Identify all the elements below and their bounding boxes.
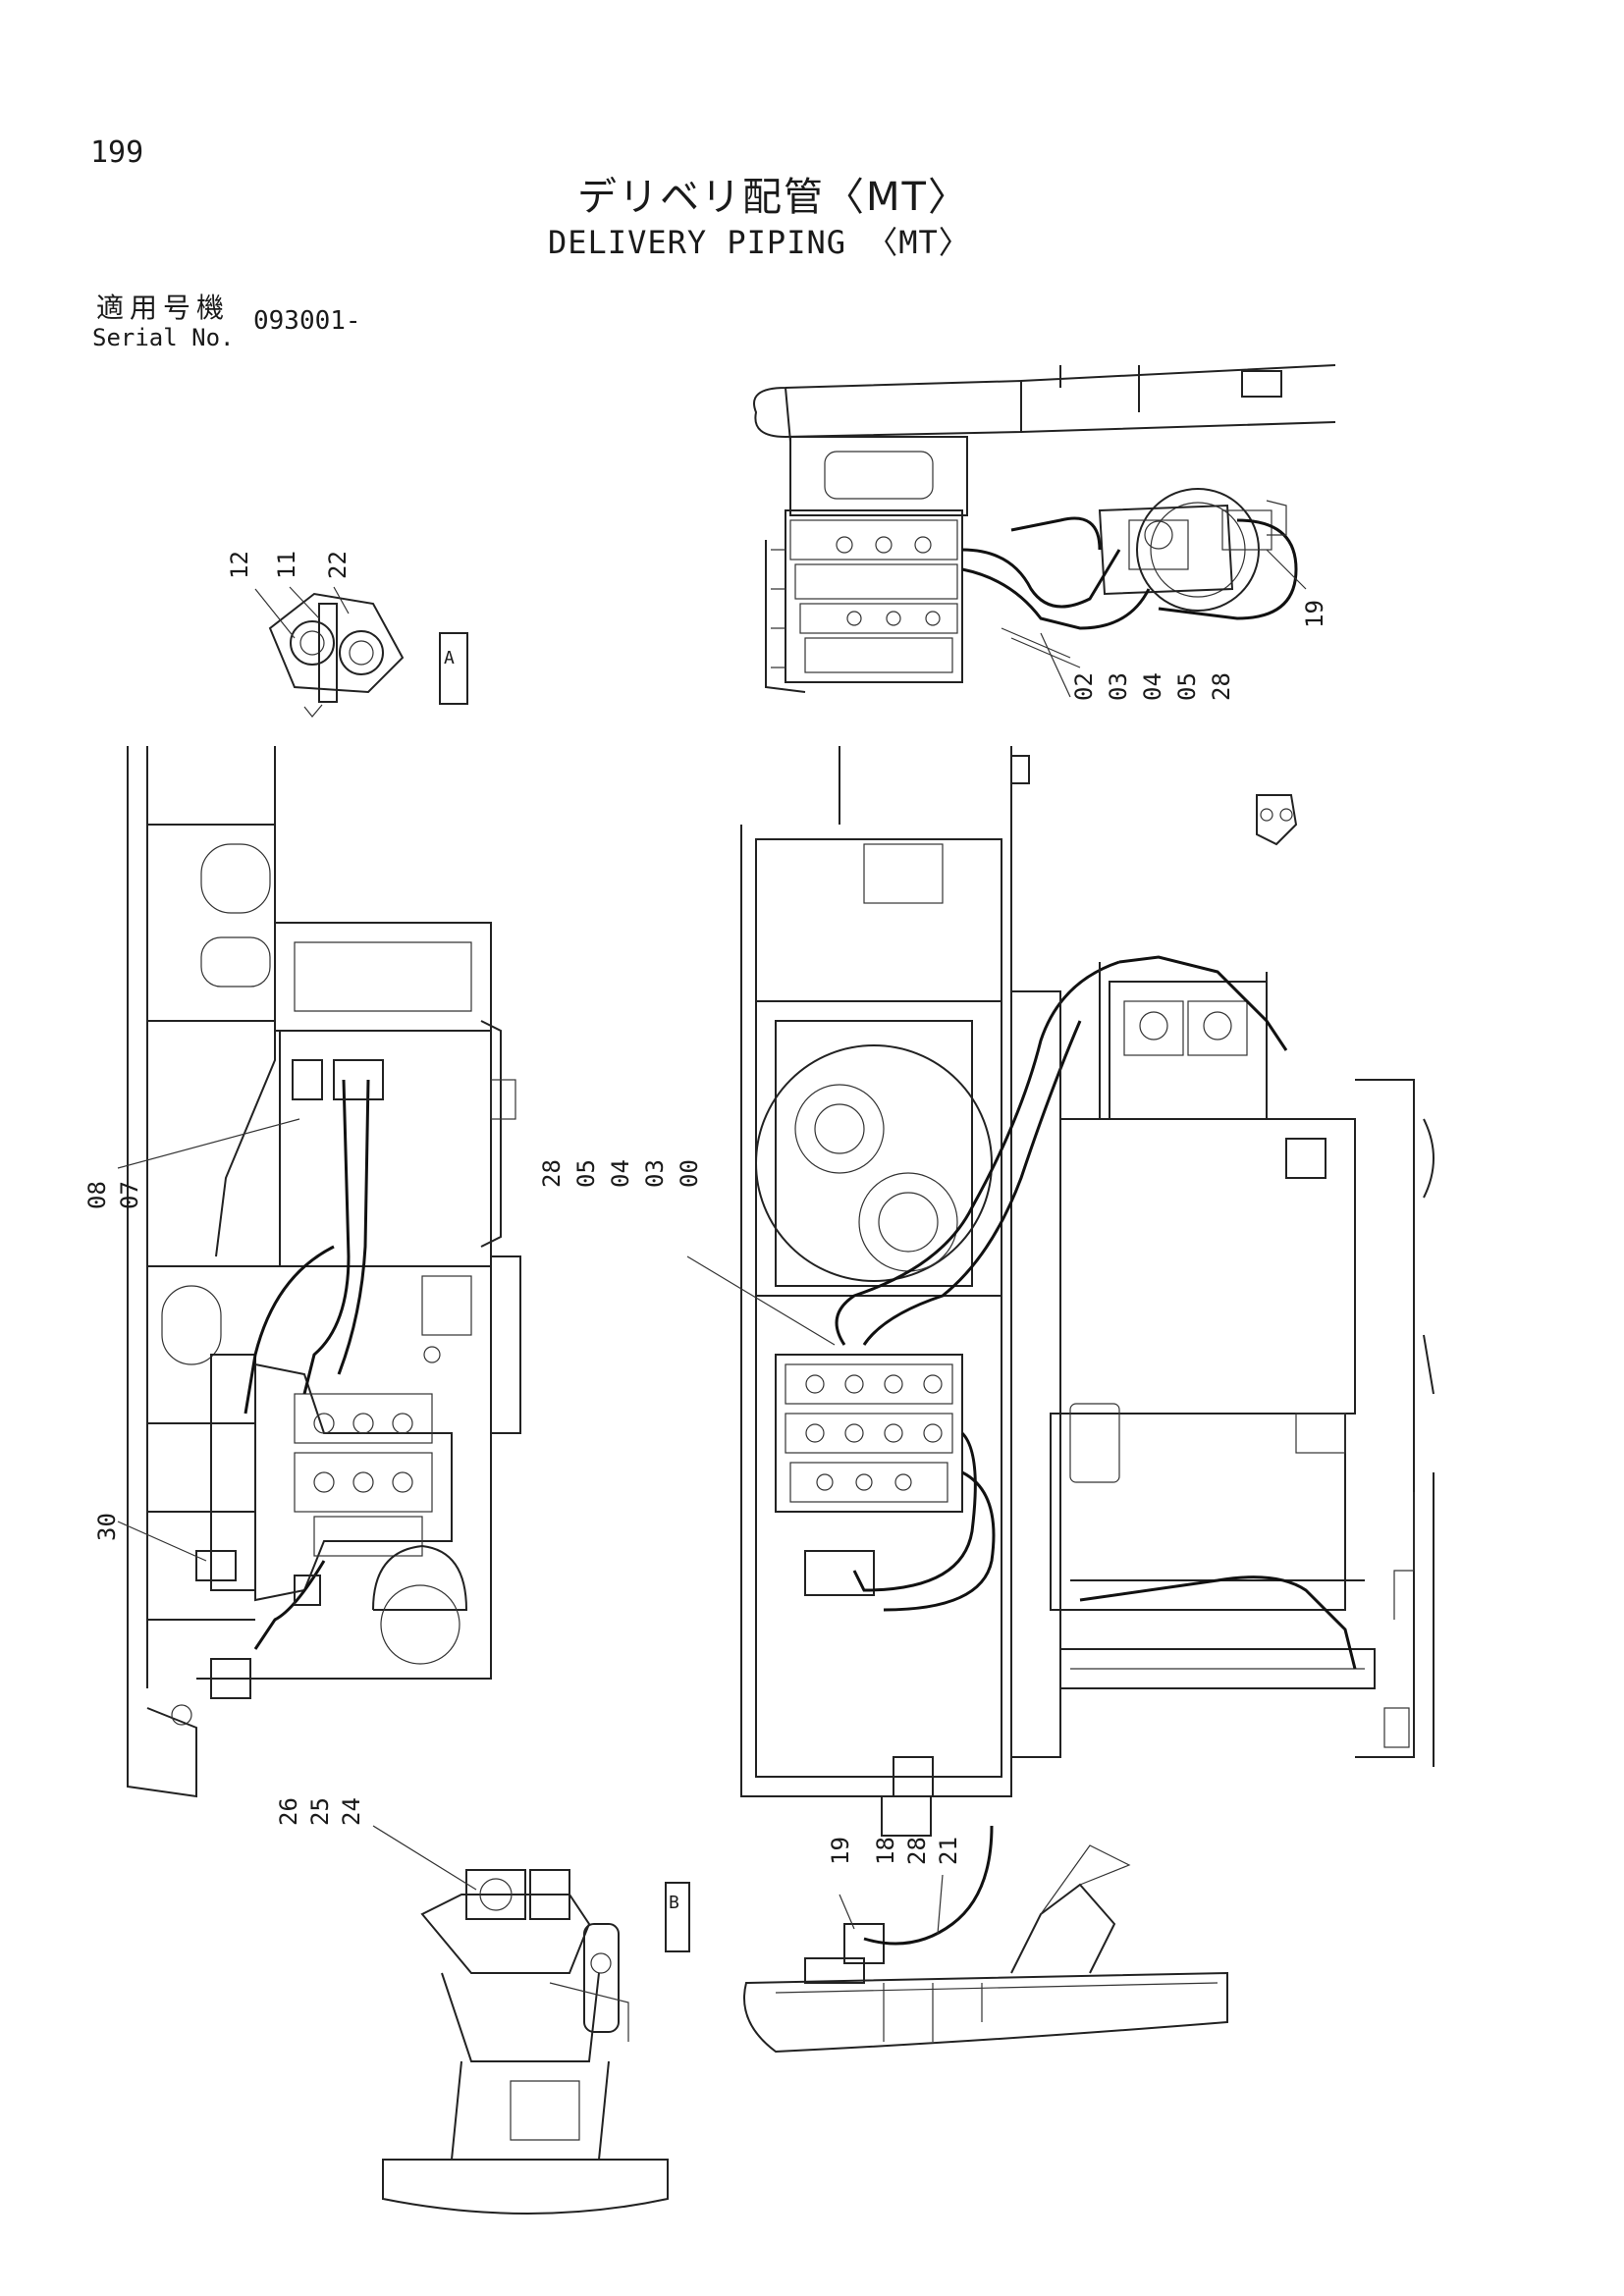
callout-leaders: [117, 549, 1307, 1935]
callout-02: 02: [1070, 672, 1098, 701]
callout-03: 03: [1105, 672, 1132, 701]
serial-label-english: Serial No.: [92, 324, 235, 351]
callout-21: 21: [935, 1837, 962, 1865]
callout-28-bottom: 28: [903, 1837, 931, 1865]
callout-08: 08: [83, 1181, 111, 1209]
callout-00-center: 00: [676, 1159, 703, 1188]
callout-04: 04: [1139, 672, 1166, 701]
serial-number-value: 093001-: [253, 306, 361, 336]
section-b-letter: B: [669, 1893, 679, 1913]
left-side-view: [127, 746, 521, 1798]
callout-12: 12: [226, 551, 253, 579]
callout-30: 30: [93, 1513, 121, 1541]
callout-19-bottom: 19: [827, 1837, 854, 1865]
callout-24: 24: [338, 1797, 365, 1826]
callout-28: 28: [1208, 672, 1235, 701]
bottom-right-hose-detail: [743, 1825, 1228, 2054]
callout-22: 22: [324, 551, 352, 579]
callout-28-center: 28: [538, 1159, 566, 1188]
callout-05: 05: [1173, 672, 1201, 701]
section-a-letter: A: [444, 648, 455, 668]
page-title-japanese: デリベリ配管〈MT〉: [577, 175, 969, 220]
callout-25: 25: [306, 1797, 334, 1826]
section-a-tag: [439, 632, 468, 705]
callout-03-center: 03: [641, 1159, 669, 1188]
callout-11: 11: [273, 551, 300, 579]
section-a-detail: [268, 592, 405, 718]
main-center-view: [740, 746, 1435, 1837]
bottom-left-pump-detail: [382, 1869, 669, 2215]
serial-label-japanese: 適用号機: [96, 292, 231, 324]
callout-07: 07: [116, 1181, 143, 1209]
section-b-tag: [665, 1882, 690, 1952]
callout-26: 26: [275, 1797, 302, 1826]
callout-04-center: 04: [607, 1159, 634, 1188]
callout-19-top: 19: [1301, 600, 1328, 628]
page-number: 199: [90, 135, 144, 170]
callout-18: 18: [872, 1837, 899, 1865]
callout-05-center: 05: [572, 1159, 600, 1188]
top-view-assembly: [753, 364, 1336, 693]
page-title-english: DELIVERY PIPING 〈MT〉: [548, 224, 971, 261]
